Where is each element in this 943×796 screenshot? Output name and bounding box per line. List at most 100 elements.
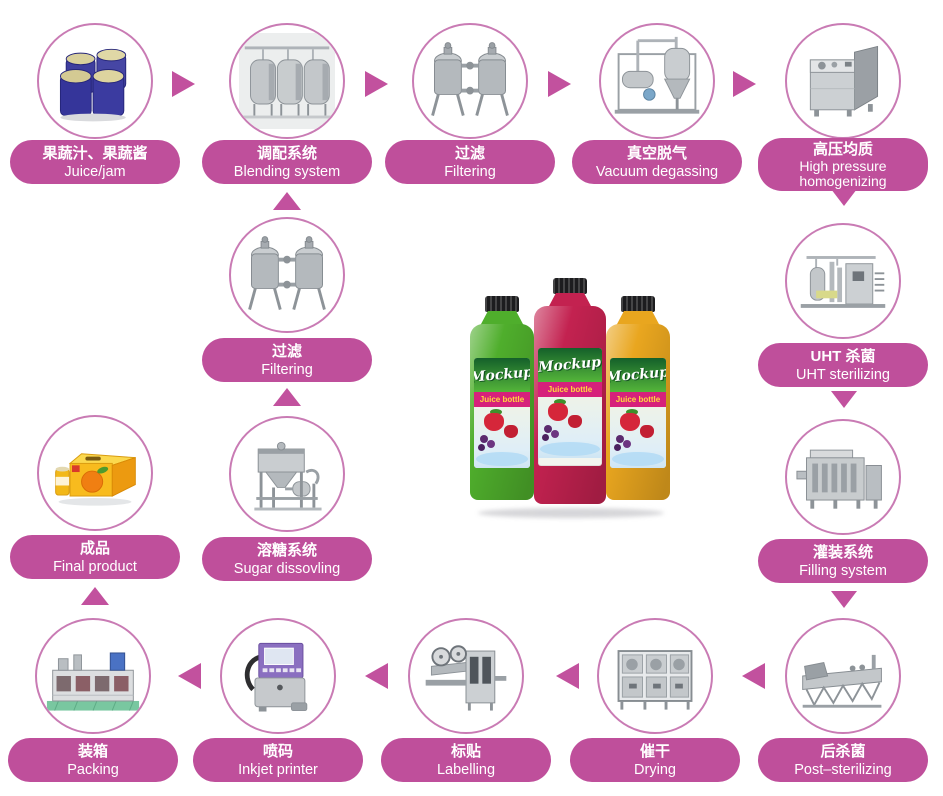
inkjet-printer-icon bbox=[244, 642, 308, 712]
inkjet-printer-label-en: Inkjet printer bbox=[238, 761, 318, 778]
vacuum-degassing-photo bbox=[599, 23, 715, 139]
bottle-neck bbox=[480, 311, 524, 326]
bottle-label-line: Juice bottle bbox=[547, 385, 593, 394]
filling-system-label-en: Filling system bbox=[799, 562, 887, 579]
arrow-right-juice-to-blending-icon bbox=[172, 71, 195, 97]
arrow-left-labelling-to-inkjet-icon bbox=[365, 663, 388, 689]
vacuum-degassing-label-en: Vacuum degassing bbox=[595, 163, 719, 180]
arrow-right-filtering-to-degassing-icon bbox=[548, 71, 571, 97]
arrow-right-blending-to-filtering-icon bbox=[365, 71, 388, 97]
filtering-mid-label-zh: 过滤 bbox=[271, 342, 302, 360]
arrow-down-uht-to-filling-icon bbox=[831, 391, 857, 408]
product-carton-icon bbox=[55, 453, 136, 506]
juice-jam-label: 果蔬汁、果蔬酱 Juice/jam bbox=[10, 140, 180, 184]
arrow-down-homogenizing-to-uht-icon bbox=[831, 189, 857, 206]
arrow-left-post-to-drying-icon bbox=[742, 663, 765, 689]
sugar-dissolving-label: 溶糖系统 Sugar dissovling bbox=[202, 537, 372, 581]
blending-system-label-en: Blending system bbox=[233, 163, 341, 180]
fruit-illustration bbox=[474, 407, 530, 468]
uht-sterilizing-label-zh: UHT 杀菌 bbox=[810, 347, 876, 365]
packing-label-zh: 装箱 bbox=[77, 742, 108, 760]
arrow-up-filtering-to-blending-icon bbox=[273, 192, 301, 210]
duplex-filter-icon bbox=[248, 236, 326, 310]
labelling-label-en: Labelling bbox=[436, 761, 496, 778]
juice-jam-photo bbox=[37, 23, 153, 139]
arrow-up-packing-to-final-icon bbox=[81, 587, 109, 605]
packing-photo bbox=[35, 618, 151, 734]
bottle-neck bbox=[616, 311, 660, 326]
blending-system-photo bbox=[229, 23, 345, 139]
uht-sterilizing-photo bbox=[785, 223, 901, 339]
uht-sterilizing-label: UHT 杀菌 UHT sterilizing bbox=[758, 343, 928, 387]
high-pressure-homogenizing-label: 高压均质 High pressure homogenizing bbox=[758, 138, 928, 191]
drying-label: 催干 Drying bbox=[570, 738, 740, 782]
bottle-label: Mockup Juice bottle bbox=[538, 348, 602, 466]
bottle-label-line: Juice bottle bbox=[615, 395, 661, 404]
filling-system-label-zh: 灌装系统 bbox=[812, 543, 873, 561]
uht-sterilizing-label-en: UHT sterilizing bbox=[795, 366, 890, 383]
uht-sterilizer-icon bbox=[800, 256, 886, 308]
arrow-left-inkjet-to-packing-icon bbox=[178, 663, 201, 689]
inkjet-printer-label-zh: 喷码 bbox=[262, 742, 293, 760]
sugar-dissolving-label-zh: 溶糖系统 bbox=[256, 541, 317, 559]
filtering-mid-photo bbox=[229, 217, 345, 333]
blending-system-label: 调配系统 Blending system bbox=[202, 140, 372, 184]
filling-machine-icon bbox=[796, 449, 882, 509]
inkjet-printer-label: 喷码 Inkjet printer bbox=[193, 738, 363, 782]
drying-label-zh: 催干 bbox=[639, 742, 670, 760]
final-product-label-en: Final product bbox=[53, 558, 137, 575]
fruit-illustration bbox=[610, 407, 666, 468]
drying-label-en: Drying bbox=[634, 761, 676, 778]
high-pressure-homogenizing-label-zh: 高压均质 bbox=[812, 141, 873, 158]
drying-machine-icon bbox=[617, 650, 693, 710]
final-product-label: 成品 Final product bbox=[10, 535, 180, 579]
bottle-label-line: Juice bottle bbox=[479, 395, 525, 404]
final-product-label-zh: 成品 bbox=[79, 539, 110, 557]
filtering-top-photo bbox=[412, 23, 528, 139]
bottle-brand-text: Mockup bbox=[610, 364, 666, 386]
sugar-dissolving-label-en: Sugar dissovling bbox=[233, 560, 341, 577]
bottle-cap bbox=[485, 296, 519, 312]
juice-bottles-image: Mockup Juice bottle Mockup Juice bottle bbox=[470, 274, 672, 518]
bottle-cap bbox=[553, 278, 587, 294]
fruit-illustration bbox=[538, 397, 602, 458]
bottle-label: Mockup Juice bottle bbox=[610, 358, 666, 468]
vacuum-degassing-label: 真空脱气 Vacuum degassing bbox=[572, 140, 742, 184]
blending-system-label-zh: 调配系统 bbox=[256, 144, 317, 162]
bottle-brand-text: Mockup bbox=[538, 354, 602, 376]
labelling-label: 标贴 Labelling bbox=[381, 738, 551, 782]
vacuum-degassing-label-zh: 真空脱气 bbox=[626, 144, 687, 162]
bottle-neck bbox=[548, 293, 592, 308]
post-sterilizing-label-en: Post–sterilizing bbox=[794, 761, 892, 778]
homogenizer-icon bbox=[809, 45, 879, 117]
packing-label: 装箱 Packing bbox=[8, 738, 178, 782]
filtering-top-label: 过滤 Filtering bbox=[385, 140, 555, 184]
packing-label-en: Packing bbox=[67, 761, 119, 778]
arrow-up-sugar-to-filtering-icon bbox=[273, 388, 301, 406]
arrow-down-filling-to-post-icon bbox=[831, 591, 857, 608]
blending-tanks-icon bbox=[239, 33, 335, 129]
bottle-label: Mockup Juice bottle bbox=[474, 358, 530, 468]
inkjet-printer-photo bbox=[220, 618, 336, 734]
filtering-top-label-zh: 过滤 bbox=[454, 144, 485, 162]
blue-barrels-icon bbox=[59, 48, 127, 122]
orange-juice-bottle: Mockup Juice bottle bbox=[606, 296, 670, 506]
packing-machine-icon bbox=[46, 652, 140, 711]
arrow-left-drying-to-labelling-icon bbox=[556, 663, 579, 689]
filtering-mid-label-en: Filtering bbox=[261, 361, 313, 378]
labelling-machine-icon bbox=[425, 645, 507, 711]
juice-jam-label-en: Juice/jam bbox=[64, 163, 126, 180]
filling-system-photo bbox=[785, 419, 901, 535]
post-sterilizing-label: 后杀菌 Post–sterilizing bbox=[758, 738, 928, 782]
bottle-cap bbox=[621, 296, 655, 312]
sugar-dissolving-photo bbox=[229, 416, 345, 532]
sugar-dissolver-icon bbox=[254, 441, 322, 511]
bottles-shadow bbox=[478, 508, 664, 518]
filtering-top-label-en: Filtering bbox=[444, 163, 496, 180]
final-product-photo bbox=[37, 415, 153, 531]
red-juice-bottle: Mockup Juice bottle bbox=[534, 278, 606, 510]
high-pressure-homogenizing-label-en: High pressure homogenizing bbox=[799, 158, 887, 189]
duplex-filter-icon bbox=[431, 42, 509, 116]
labelling-photo bbox=[408, 618, 524, 734]
